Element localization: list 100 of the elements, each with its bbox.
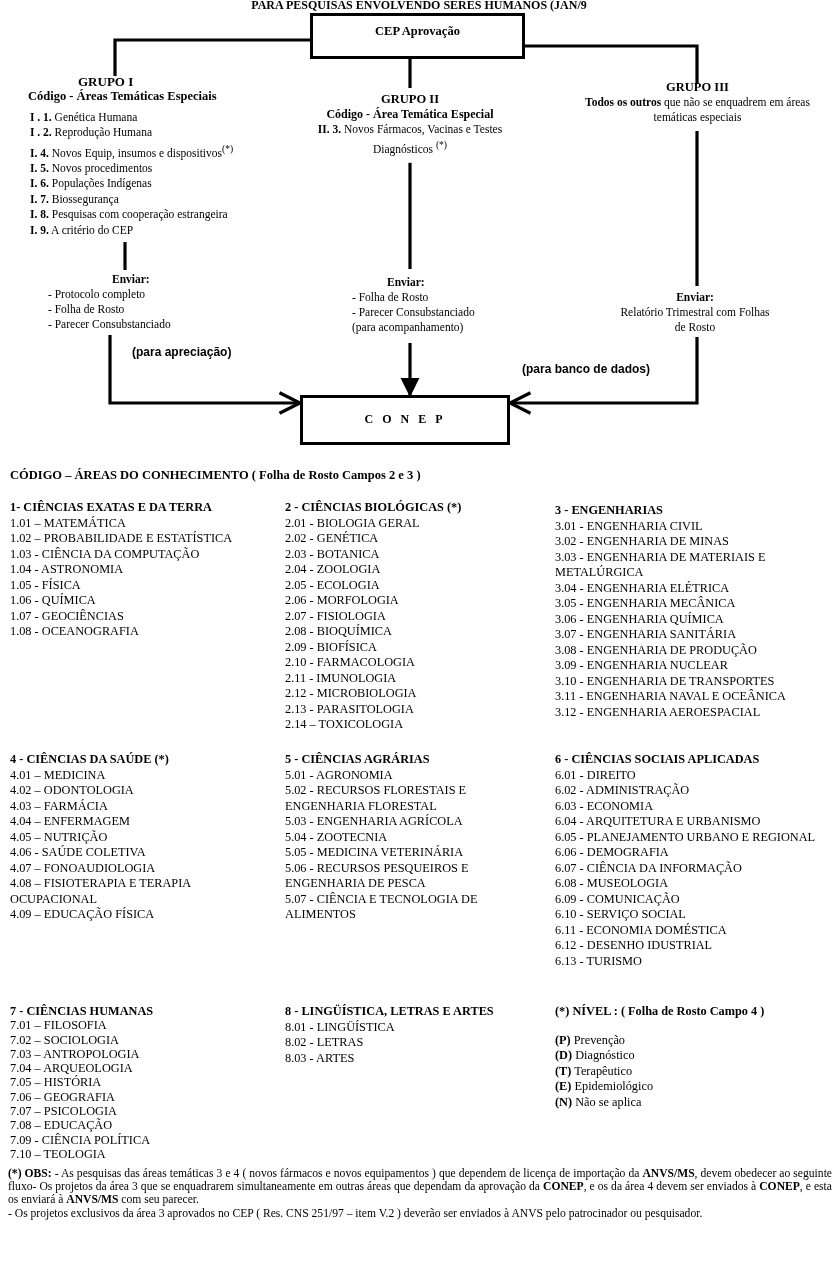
list-item: 2.09 - BIOFÍSICA: [285, 639, 378, 655]
process-box: [300, 395, 510, 445]
list-item: 8.01 - LINGÜÍSTICA: [285, 1019, 396, 1035]
list-item: 6.10 - SERVIÇO SOCIAL: [555, 907, 687, 923]
process-box: [310, 13, 525, 59]
list-item: (N) Não se aplica: [555, 1094, 643, 1110]
box-label: C O N E P: [363, 411, 447, 427]
group-heading: GRUPO I: [77, 74, 135, 89]
list-item: 1.02 – PROBABILIDADE E ESTATÍSTICA: [10, 531, 234, 547]
list-item: 4.03 – FARMÁCIA: [10, 798, 109, 814]
list-item: 4.01 – MEDICINA: [10, 767, 107, 783]
page-title: PARA PESQUISAS ENVOLVENDO SERES HUMANOS (JAN/9: [250, 0, 588, 12]
node-text: Código - Áreas Temáticas Especiais: [27, 89, 218, 104]
node-text: I. 9. A critério do CEP: [29, 222, 135, 238]
list-item: 3.02 - ENGENHARIA DE MINAS: [555, 534, 730, 550]
list-item: 7.01 – FILOSOFIA: [10, 1018, 108, 1033]
node-text: Código - Área Temática Especial: [325, 107, 495, 122]
list-item: 6.02 - ADMINISTRAÇÃO: [555, 783, 691, 799]
group-heading: Enviar:: [675, 290, 715, 305]
list-item: 3.03 - ENGENHARIA DE MATERIAIS E METALÚRGICA: [555, 549, 767, 581]
list-item: 6.01 - DIREITO: [555, 767, 637, 783]
list-item: 2.01 - BIOLOGIA GERAL: [285, 515, 421, 531]
list-item: 1.03 - CIÊNCIA DA COMPUTAÇÃO: [10, 546, 201, 562]
node-text: Relatório Trimestral com Folhas de Rosto: [619, 305, 771, 335]
list-item: 3.11 - ENGENHARIA NAVAL E OCEÂNICA: [555, 689, 787, 705]
list-item: 3.12 - ENGENHARIA AEROESPACIAL: [555, 704, 762, 720]
node-text: - Folha de Rosto: [47, 302, 126, 317]
node-text: - Folha de Rosto: [352, 290, 430, 305]
list-item: 7.07 – PSICOLOGIA: [10, 1104, 118, 1119]
group-heading: Enviar:: [386, 275, 426, 290]
list-item: 6.12 - DESENHO IDUSTRIAL: [555, 938, 714, 954]
list-item: 3.01 - ENGENHARIA CIVIL: [555, 518, 704, 534]
list-item: 4.04 – ENFERMAGEM: [10, 814, 131, 830]
section-heading: 1- CIÊNCIAS EXATAS E DA TERRA: [10, 500, 213, 516]
list-item: 3.05 - ENGENHARIA MECÂNICA: [555, 596, 737, 612]
connector-line: [408, 162, 412, 269]
list-item: 3.09 - ENGENHARIA NUCLEAR: [555, 658, 729, 674]
list-item: 5.01 - AGRONOMIA: [285, 767, 394, 783]
box-label: CEP Aprovação: [374, 23, 461, 39]
list-item: 5.05 - MEDICINA VETERINÁRIA: [285, 845, 465, 861]
list-item: 7.09 - CIÊNCIA POLÍTICA: [10, 1132, 152, 1147]
list-item: 5.02 - RECURSOS FLORESTAIS E ENGENHARIA FLORESTAL: [285, 783, 468, 814]
list-item: 2.05 - ECOLOGIA: [285, 577, 381, 593]
arrow: [400, 343, 420, 397]
node-text: (para acompanhamento): [352, 320, 465, 335]
list-item: 1.01 – MATEMÁTICA: [10, 515, 127, 531]
list-item: 8.02 - LETRAS: [285, 1035, 365, 1051]
list-item: 7.10 – TEOLOGIA: [10, 1146, 107, 1162]
node-text: - Parecer Consubstanciado: [352, 305, 476, 320]
list-item: 8.03 - ARTES: [285, 1050, 356, 1066]
group-heading: GRUPO III: [665, 80, 730, 95]
list-item: 7.05 – HISTÓRIA: [10, 1075, 102, 1090]
list-item: 5.06 - RECURSOS PESQUEIROS E ENGENHARIA DE PESCA: [285, 860, 470, 892]
section-heading: CÓDIGO – ÁREAS DO CONHECIMENTO ( Folha de Rosto Campos 2 e 3 ): [10, 468, 422, 484]
list-item: 2.07 - FISIOLOGIA: [285, 608, 387, 624]
list-item: 2.08 - BIOQUÍMICA: [285, 624, 393, 640]
list-item: 5.07 - CIÊNCIA E TECNOLOGIA DE ALIMENTOS: [285, 891, 479, 923]
connector-line: [113, 38, 310, 76]
list-item: 1.04 - ASTRONOMIA: [10, 562, 125, 578]
list-item: 7.08 – EDUCAÇÃO: [10, 1118, 114, 1133]
connector-line: [123, 242, 127, 270]
list-item: 2.06 - MORFOLOGIA: [285, 593, 400, 609]
node-text: I. 6. Populações Indígenas: [29, 176, 153, 192]
section-heading: 2 - CIÊNCIAS BIOLÓGICAS (*): [285, 500, 463, 516]
section-heading: (*) NÍVEL : ( Folha de Rosto Campo 4 ): [555, 1004, 766, 1020]
list-item: 2.10 - FARMACOLOGIA: [285, 655, 416, 671]
section-heading: 8 - LINGÜÍSTICA, LETRAS E ARTES: [285, 1004, 495, 1020]
list-item: 4.02 – ODONTOLOGIA: [10, 783, 135, 799]
node-text: I. 5. Novos procedimentos: [29, 161, 154, 177]
connector-line: [525, 44, 699, 84]
list-item: 2.04 - ZOOLOGIA: [285, 562, 382, 578]
list-item: 1.08 - OCEANOGRAFIA: [10, 624, 140, 640]
list-item: 6.04 - ARQUITETURA E URBANISMO: [555, 814, 762, 830]
list-item: 1.06 - QUÍMICA: [10, 593, 97, 609]
connector-line: [408, 59, 412, 88]
group-heading: GRUPO II: [380, 92, 440, 107]
list-item: 2.02 - GENÉTICA: [285, 531, 380, 547]
list-item: 5.03 - ENGENHARIA AGRÍCOLA: [285, 814, 464, 830]
list-item: 6.03 - ECONOMIA: [555, 798, 655, 814]
list-item: 5.04 - ZOOTECNIA: [285, 829, 389, 845]
node-text: - Parecer Consubstanciado: [47, 317, 172, 332]
list-item: 4.08 – FISIOTERAPIA E TERAPIA OCUPACIONAL: [10, 876, 192, 907]
node-text: - Protocolo completo: [47, 287, 147, 302]
list-item: 6.08 - MUSEOLOGIA: [555, 876, 670, 892]
edge-label: (para apreciação): [132, 345, 232, 359]
list-item: 6.07 - CIÊNCIA DA INFORMAÇÃO: [555, 860, 743, 876]
edge-label: (para banco de dados): [522, 362, 651, 376]
list-item: 7.02 – SOCIOLOGIA: [10, 1032, 120, 1047]
list-item: 2.12 - MICROBIOLOGIA: [285, 686, 418, 702]
section-heading: 6 - CIÊNCIAS SOCIAIS APLICADAS: [555, 752, 761, 768]
list-item: 6.13 - TURISMO: [555, 953, 643, 969]
list-item: 3.07 - ENGENHARIA SANITÁRIA: [555, 627, 738, 643]
list-item: (D) Diagnóstico: [555, 1048, 636, 1064]
node-text: I . 2. Reprodução Humana: [29, 125, 153, 141]
list-item: 3.04 - ENGENHARIA ELÉTRICA: [555, 580, 731, 596]
group-heading: Enviar:: [111, 272, 151, 287]
node-text: I. 7. Biossegurança: [29, 191, 120, 208]
list-item: 7.03 – ANTROPOLOGIA: [10, 1046, 141, 1062]
arrow: [508, 337, 699, 415]
section-heading: 4 - CIÊNCIAS DA SAÚDE (*): [10, 752, 170, 768]
